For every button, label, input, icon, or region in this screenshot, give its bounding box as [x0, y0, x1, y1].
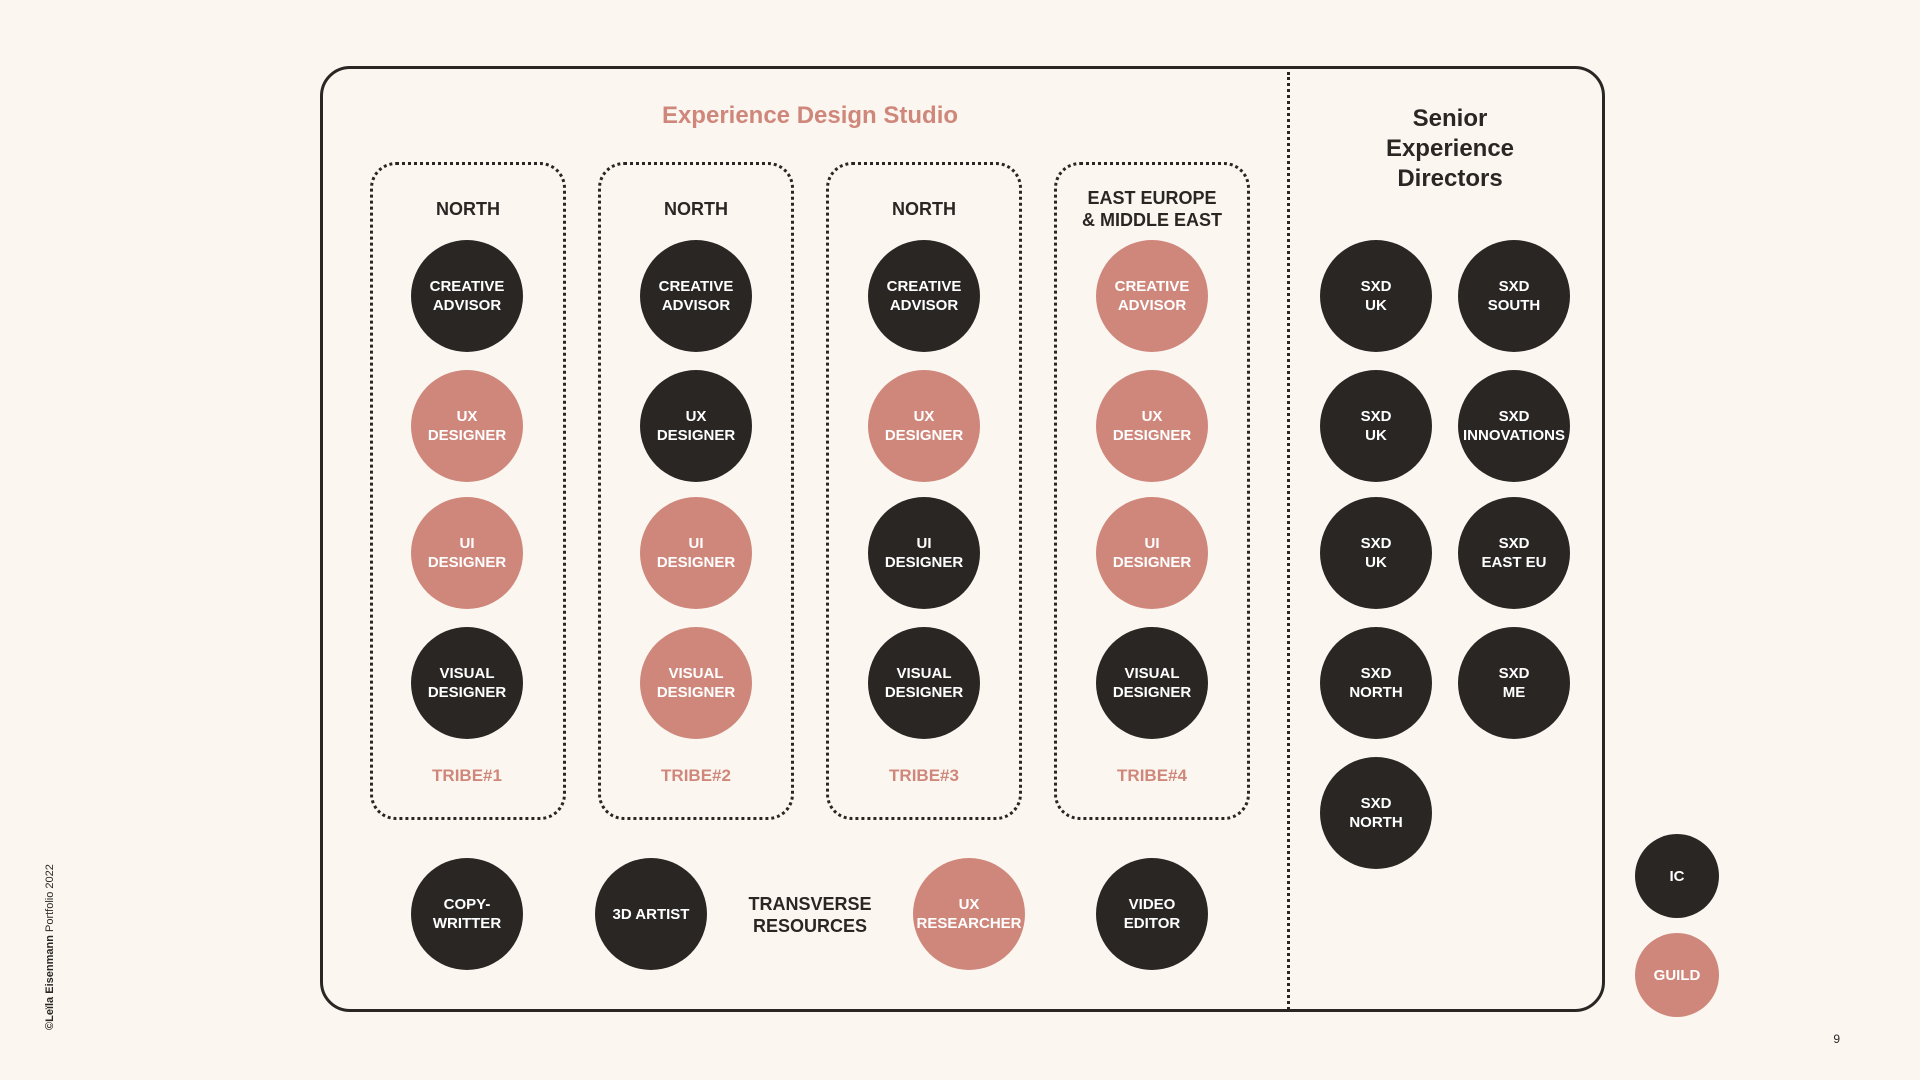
legend-ic: IC — [1635, 834, 1719, 918]
tribe-box — [370, 162, 566, 820]
tribe-region: NORTH — [892, 199, 956, 219]
director-circle: SXD ME — [1458, 627, 1570, 739]
director-circle: SXD UK — [1320, 497, 1432, 609]
director-circle: SXD EAST EU — [1458, 497, 1570, 609]
director-circle: SXD INNOVATIONS — [1458, 370, 1570, 482]
copyright-notice: ©Leïla Eisenmann Portfolio 2022 — [44, 864, 56, 1030]
role-circle: UI DESIGNER — [411, 497, 523, 609]
role-circle: VISUAL DESIGNER — [868, 627, 980, 739]
role-circle: UX DESIGNER — [868, 370, 980, 482]
director-circle: SXD UK — [1320, 240, 1432, 352]
role-circle: UX DESIGNER — [640, 370, 752, 482]
resource-circle: VIDEO EDITOR — [1096, 858, 1208, 970]
role-circle: UX DESIGNER — [411, 370, 523, 482]
tribe-region: NORTH — [436, 199, 500, 219]
tribe-label: TRIBE#2 — [661, 766, 731, 785]
portfolio-label: Portfolio 2022 — [44, 864, 56, 933]
tribe-label: TRIBE#3 — [889, 766, 959, 785]
studio-frame — [320, 66, 1605, 1012]
tribe-label: TRIBE#4 — [1117, 766, 1187, 785]
tribe-box — [598, 162, 794, 820]
role-circle: CREATIVE ADVISOR — [1096, 240, 1208, 352]
director-circle: SXD NORTH — [1320, 627, 1432, 739]
role-circle: CREATIVE ADVISOR — [868, 240, 980, 352]
role-circle: CREATIVE ADVISOR — [411, 240, 523, 352]
tribe-box — [1054, 162, 1250, 820]
tribe-label: TRIBE#1 — [432, 766, 502, 785]
tribe-box — [826, 162, 1022, 820]
role-circle: VISUAL DESIGNER — [411, 627, 523, 739]
author-name: ©Leïla Eisenmann — [44, 935, 56, 1030]
role-circle: UX DESIGNER — [1096, 370, 1208, 482]
director-circle: SXD SOUTH — [1458, 240, 1570, 352]
resource-circle: COPY- WRITTER — [411, 858, 523, 970]
tribe-region: NORTH — [664, 199, 728, 219]
role-circle: UI DESIGNER — [640, 497, 752, 609]
senior-directors-title: Senior Experience Directors — [1385, 105, 1515, 192]
role-circle: CREATIVE ADVISOR — [640, 240, 752, 352]
tribe-region: EAST EUROPE & MIDDLE EAST — [1081, 188, 1222, 230]
section-divider — [1287, 72, 1290, 1010]
resource-circle: UX RESEARCHER — [913, 858, 1025, 970]
studio-title: Experience Design Studio — [661, 102, 959, 129]
director-circle: SXD UK — [1320, 370, 1432, 482]
legend-guild: GUILD — [1635, 933, 1719, 1017]
resource-circle: 3D ARTIST — [595, 858, 707, 970]
role-circle: UI DESIGNER — [868, 497, 980, 609]
transverse-label: TRANSVERSE RESOURCES — [748, 894, 872, 936]
role-circle: UI DESIGNER — [1096, 497, 1208, 609]
director-circle: SXD NORTH — [1320, 757, 1432, 869]
role-circle: VISUAL DESIGNER — [640, 627, 752, 739]
page-number: 9 — [1833, 1032, 1840, 1046]
role-circle: VISUAL DESIGNER — [1096, 627, 1208, 739]
